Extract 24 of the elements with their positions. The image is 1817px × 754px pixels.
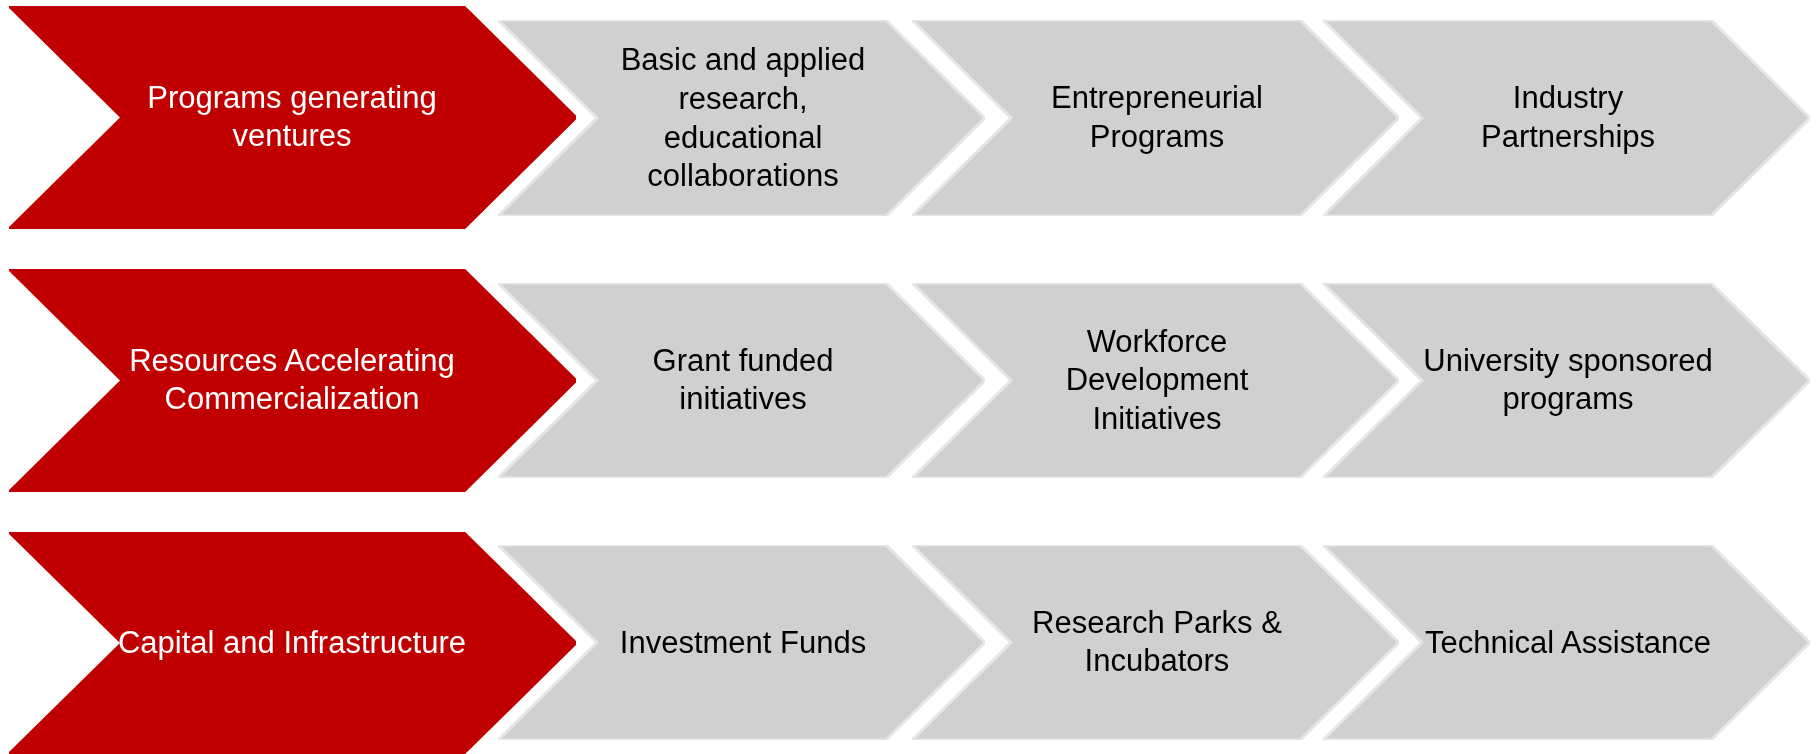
chevron-label: Investment Funds [618,623,868,662]
chevron-label: Technical Assistance [1423,623,1712,662]
chevron-shape [1323,20,1810,216]
chevron-label: Workforce Development Initiatives [1064,322,1250,438]
chevron-shape [9,532,576,754]
chevron-shape [1323,283,1810,478]
chevron-shape [498,283,985,478]
chevron-label: Basic and applied research, educational collaborations [619,40,867,195]
chevron-shape [912,283,1399,478]
chevron-shape [1323,545,1810,740]
chevron-label: Resources Accelerating Commercialization [128,341,456,419]
chevron-label: Capital and Infrastructure [116,623,468,662]
chevron-shape [912,545,1399,740]
chevron-label: Entrepreneurial Programs [1050,79,1264,156]
chevron-label: Grant funded initiatives [651,341,835,419]
chevron-label: Programs generating ventures [146,78,438,156]
chevron-label: Industry Partnerships [1480,79,1656,156]
chevron-shape [498,545,985,740]
chevron-shape [9,269,576,492]
chevron-shape [912,20,1399,216]
chevron-label: Research Parks & Incubators [1031,603,1283,681]
chevron-shape [9,6,576,229]
chevron-label: University sponsored programs [1423,341,1713,419]
chevron-shape [498,20,985,216]
